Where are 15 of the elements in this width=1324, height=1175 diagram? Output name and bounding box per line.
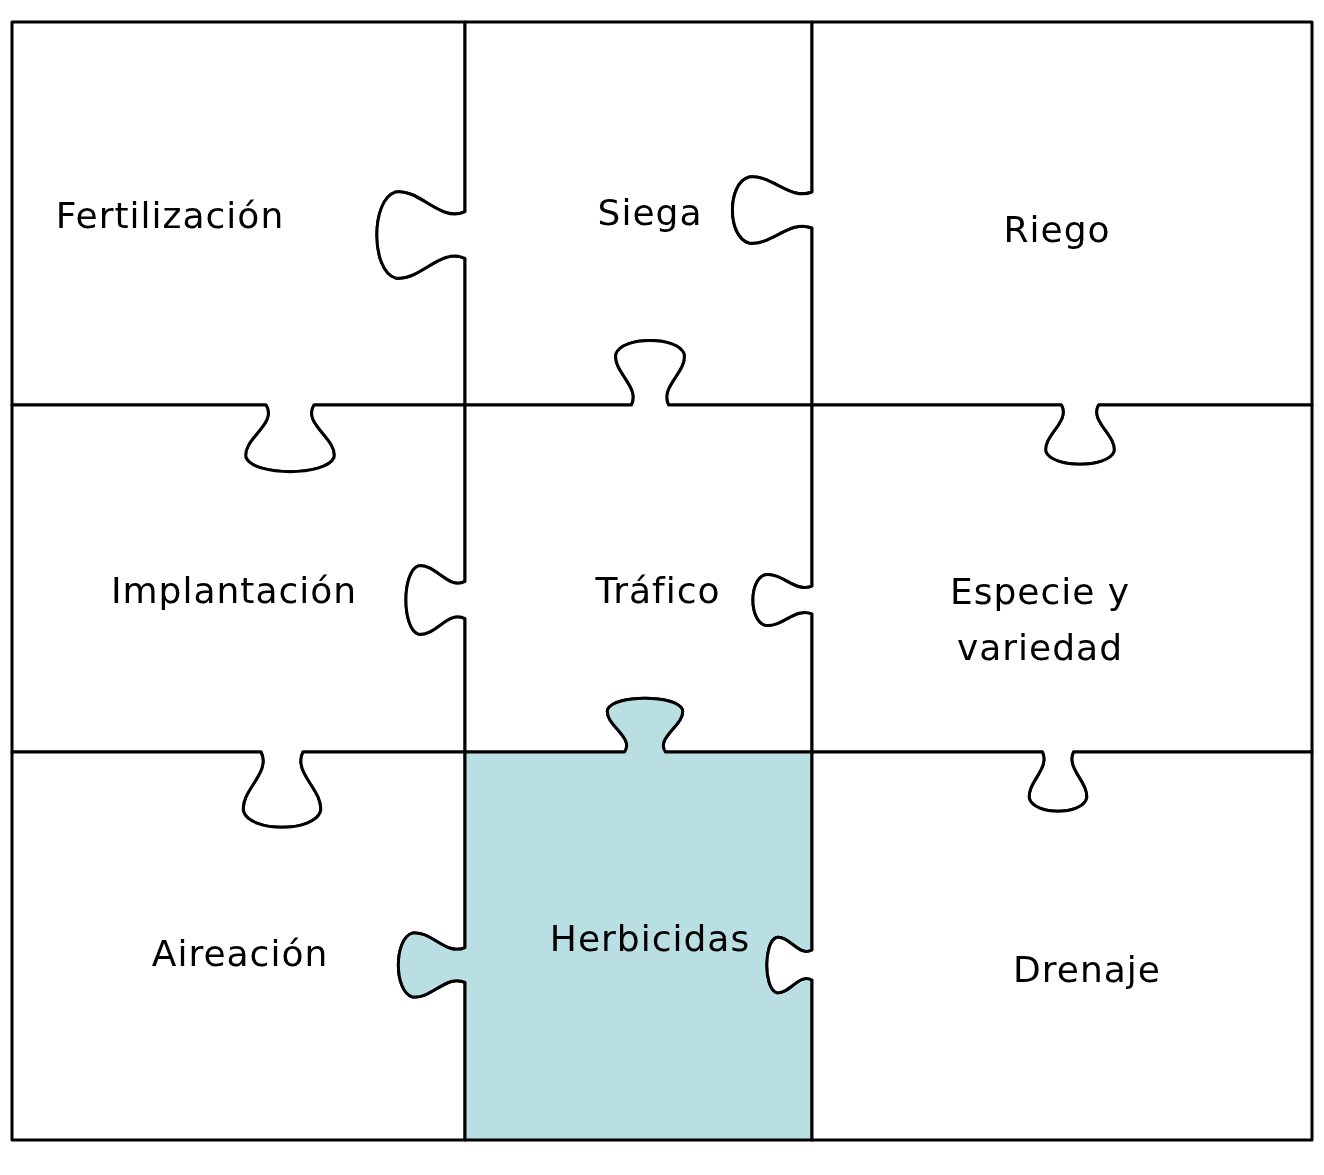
puzzle-piece	[753, 403, 1314, 811]
puzzle-piece	[10, 750, 467, 1142]
piece-label: Drenaje	[1013, 948, 1161, 993]
piece-label: Aireación	[151, 932, 329, 977]
piece-label: Riego	[1003, 208, 1111, 253]
piece-label: Herbicidas	[549, 917, 751, 962]
puzzle-piece	[766, 750, 1314, 1142]
puzzle-piece	[399, 698, 814, 1142]
piece-label: Fertilización	[55, 194, 285, 239]
piece-label: Implantación	[110, 569, 358, 614]
piece-label: Especie y variedad	[948, 570, 1132, 670]
puzzle-piece	[10, 403, 467, 826]
piece-label: Tráfico	[595, 569, 721, 614]
puzzle-piece	[406, 341, 814, 754]
puzzle-piece	[10, 20, 467, 471]
